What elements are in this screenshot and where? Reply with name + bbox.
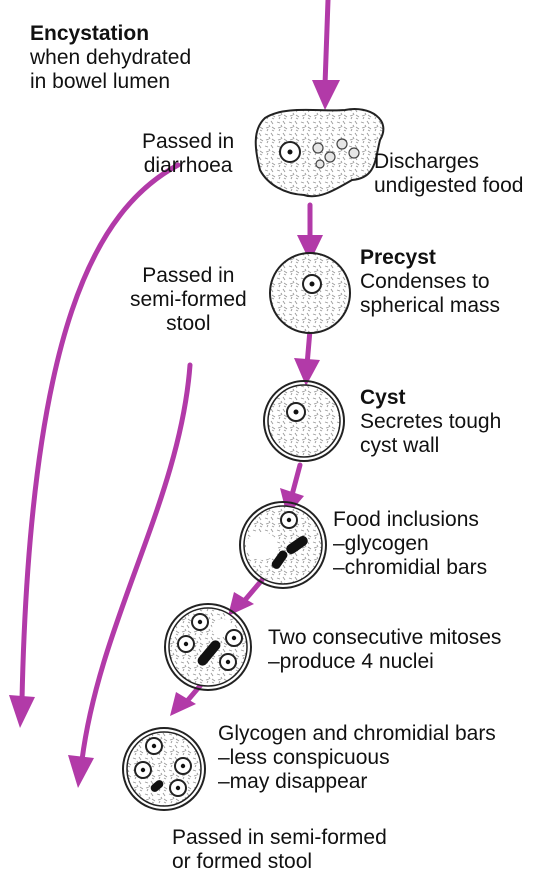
trophozoite	[256, 109, 384, 196]
mitoses-label: Two consecutive mitoses –produce 4 nucle…	[268, 626, 501, 674]
food-vacuole	[349, 148, 359, 158]
glycogen-bars-line2: –less conspicuous	[218, 746, 496, 770]
food-inclusions-line1: Food inclusions	[333, 508, 487, 532]
arrow-entry	[325, 0, 328, 85]
arrowhead-semiformed-exit	[68, 755, 94, 788]
passed-semiformed-line2: semi-formed	[130, 288, 247, 312]
cyst-label: Cyst Secretes tough cyst wall	[360, 386, 501, 458]
food-vacuole	[325, 152, 335, 162]
arrow-to-mitoses	[245, 580, 262, 600]
passed-final-line1: Passed in semi-formed	[172, 826, 387, 850]
precyst-title: Precyst	[360, 246, 500, 270]
encystation-title: Encystation	[30, 22, 191, 46]
cyst-line1: Secretes tough	[360, 410, 501, 434]
cyst-line2: cyst wall	[360, 434, 501, 458]
mitoses-line1: Two consecutive mitoses	[268, 626, 501, 650]
food-vacuole	[337, 139, 347, 149]
mature-cyst	[123, 728, 205, 810]
glycogen-vacuole	[246, 532, 278, 560]
cyst-title: Cyst	[360, 386, 501, 410]
arrowhead-diarrhoea-exit	[9, 695, 35, 728]
food-vacuole	[313, 143, 323, 153]
arrow-semiformed-exit	[82, 365, 190, 760]
cyst-food-inclusions	[240, 502, 326, 588]
cyst-four-nuclei	[165, 604, 251, 690]
encystation-line1: when dehydrated	[30, 46, 191, 70]
passed-semiformed-label: Passed in semi-formed stool	[130, 264, 247, 336]
cyst-cell	[264, 381, 344, 461]
discharges-label: Discharges undigested food	[374, 150, 523, 198]
arrow-diarrhoea-exit	[22, 165, 178, 700]
food-inclusions-label: Food inclusions –glycogen –chromidial ba…	[333, 508, 487, 580]
mitoses-line2: –produce 4 nuclei	[268, 650, 501, 674]
precyst-label: Precyst Condenses to spherical mass	[360, 246, 500, 318]
discharges-line1: Discharges	[374, 150, 523, 174]
passed-diarrhoea-label: Passed in diarrhoea	[142, 130, 234, 178]
precyst-line2: spherical mass	[360, 294, 500, 318]
food-vacuole	[316, 160, 324, 168]
arrow-to-food-inclusions	[292, 465, 300, 495]
passed-semiformed-line3: stool	[130, 312, 247, 336]
glycogen-bars-line3: –may disappear	[218, 770, 496, 794]
food-inclusions-line3: –chromidial bars	[333, 556, 487, 580]
glycogen-bars-label: Glycogen and chromidial bars –less consp…	[218, 722, 496, 794]
arrowhead-entry	[312, 80, 340, 110]
encystation-label: Encystation when dehydrated in bowel lum…	[30, 22, 191, 94]
passed-semiformed-line1: Passed in	[130, 264, 247, 288]
encystation-line2: in bowel lumen	[30, 70, 191, 94]
passed-diarrhoea-line1: Passed in	[142, 130, 234, 154]
discharges-line2: undigested food	[374, 174, 523, 198]
precyst-line1: Condenses to	[360, 270, 500, 294]
passed-final-label: Passed in semi-formed or formed stool	[172, 826, 387, 874]
food-inclusions-line2: –glycogen	[333, 532, 487, 556]
passed-final-line2: or formed stool	[172, 850, 387, 874]
passed-diarrhoea-line2: diarrhoea	[142, 154, 234, 178]
precyst-cell	[270, 253, 350, 333]
glycogen-bars-line1: Glycogen and chromidial bars	[218, 722, 496, 746]
